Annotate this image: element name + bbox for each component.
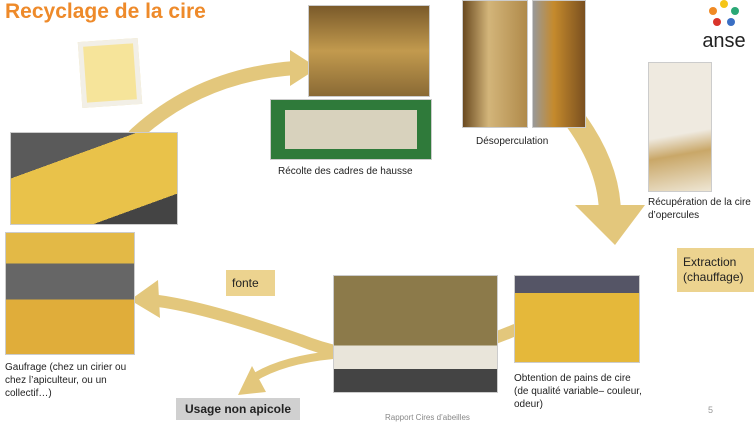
- cappings-photo: [648, 62, 712, 192]
- extraction-label: Extraction (chauffage): [677, 248, 754, 292]
- anses-logo: anse: [695, 0, 753, 52]
- honeycomb-frame-photo: [308, 5, 430, 97]
- arrowhead-extraction: [575, 205, 645, 245]
- uncapping-photo-1: [462, 0, 528, 128]
- recuperation-caption: Récupération de la cire d’opercules: [648, 197, 751, 221]
- wax-bars-photo: [514, 275, 640, 363]
- arrow-to-recolte: [128, 61, 302, 142]
- desoperculation-caption: Désoperculation: [476, 136, 549, 147]
- usage-non-apicole-label: Usage non apicole: [176, 398, 300, 420]
- uncapping-photo-2: [532, 0, 586, 128]
- wax-press-machine-photo: [10, 132, 178, 225]
- logo-text: anse: [702, 30, 746, 52]
- logo-petals-icon: [709, 0, 739, 26]
- recolte-caption: Récolte des cadres de hausse: [278, 166, 413, 177]
- frame-on-green-photo: [270, 99, 432, 160]
- arrow-usage: [246, 351, 337, 384]
- empty-frame-photo: [77, 37, 143, 109]
- fonte-label: fonte: [226, 270, 275, 296]
- arrowhead-fonte: [130, 280, 160, 318]
- page-title: Recyclage de la cire: [5, 0, 206, 23]
- wax-blocks-photo: [333, 275, 498, 393]
- gaufrage-caption: Gaufrage (chez un cirier ou chez l’apicu…: [5, 362, 127, 399]
- arrowhead-recolte: [290, 50, 318, 86]
- footer-source: Rapport Cires d’abeilles: [385, 413, 470, 422]
- obtention-caption: Obtention de pains de cire (de qualité v…: [514, 373, 642, 410]
- gaufrage-photo: [5, 232, 135, 355]
- page-number: 5: [708, 405, 714, 415]
- arrowhead-usage: [238, 366, 266, 395]
